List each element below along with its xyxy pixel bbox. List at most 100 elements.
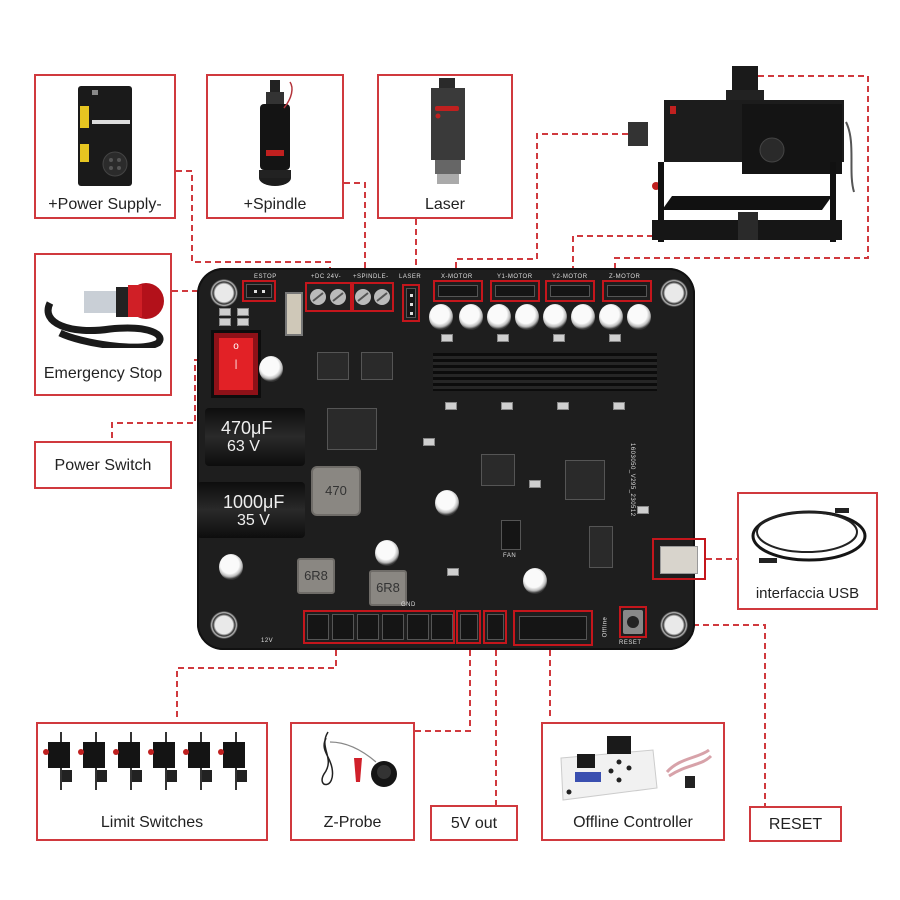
heatsink	[433, 353, 657, 391]
power-switch-label: Power Switch	[54, 457, 152, 474]
z-probe-box: Z-Probe	[290, 722, 415, 841]
silk-motor-y1: Y1-MOTOR	[497, 274, 533, 280]
spindle-terminal[interactable]	[352, 282, 394, 312]
silk-version: 1603050_V295_230512	[629, 443, 635, 517]
smd-component	[219, 318, 231, 326]
silk-laser: LASER	[399, 274, 422, 280]
smd-component	[441, 334, 453, 342]
capacitor	[627, 304, 651, 330]
smd-component	[529, 480, 541, 488]
capacitor	[599, 304, 623, 330]
smd-component	[637, 506, 649, 514]
usb-cable-icon	[751, 508, 867, 563]
smd-component	[237, 308, 249, 316]
smd-component	[447, 568, 459, 576]
capacitor-470uf: 470μF 63 V	[205, 408, 305, 466]
usb-serial-chip	[589, 526, 613, 568]
motor-y1-connector[interactable]	[490, 280, 540, 302]
inductor: 470	[311, 466, 361, 516]
silk-fan: FAN	[503, 553, 517, 559]
silk-gnd: GND	[401, 602, 416, 608]
smd-component	[219, 308, 231, 316]
laser-icon	[431, 78, 465, 184]
offline-controller-header[interactable]	[513, 610, 593, 646]
emergency-stop-box: Emergency Stop	[34, 253, 172, 396]
laser-box: Laser	[377, 74, 513, 219]
limit-switches-label: Limit Switches	[100, 814, 204, 831]
estop-connector[interactable]	[242, 280, 276, 302]
mosfet	[317, 352, 349, 380]
offline-controller-label: Offline Controller	[573, 814, 693, 831]
smd-component	[237, 318, 249, 326]
silk-reset: RESET	[619, 640, 642, 646]
reset-button[interactable]	[619, 606, 647, 638]
smd-component	[501, 402, 513, 410]
wire-z-probe	[414, 650, 471, 732]
controller-board: ESTOP +DC 24V- +SPINDLE- LASER X-MOTOR Y…	[197, 268, 706, 650]
capacitor	[375, 540, 399, 566]
power-terminal[interactable]	[305, 282, 352, 312]
mounting-hole	[659, 278, 689, 308]
motor-z-connector[interactable]	[602, 280, 652, 302]
smd-component	[613, 402, 625, 410]
microcontroller-chip	[565, 460, 605, 500]
power-supply-label: +Power Supply-	[48, 196, 162, 213]
fan-connector[interactable]	[501, 520, 521, 550]
z-probe-connector[interactable]	[456, 610, 481, 644]
mounting-hole	[209, 610, 239, 640]
capacitor	[515, 304, 539, 330]
laser-connector[interactable]	[402, 284, 420, 322]
offline-controller-icon	[560, 736, 713, 801]
power-switch-rocker[interactable]: o|	[211, 330, 261, 398]
spindle-icon	[259, 80, 293, 186]
five-v-connector[interactable]	[483, 610, 507, 644]
usb-label: interfaccia USB	[755, 585, 860, 602]
mosfet	[481, 454, 515, 486]
inductor: 6R8	[297, 558, 335, 594]
smd-component	[497, 334, 509, 342]
capacitor-1000uf: 1000μF 35 V	[197, 482, 305, 538]
capacitor	[435, 490, 459, 516]
reset-label: RESET	[768, 816, 823, 833]
silk-offline: Offline	[602, 616, 609, 638]
emergency-stop-icon	[44, 283, 164, 348]
power-supply-icon	[78, 86, 132, 186]
mounting-hole	[209, 278, 239, 308]
power-switch-box: Power Switch	[34, 441, 172, 489]
mounting-hole	[659, 610, 689, 640]
laser-label: Laser	[424, 196, 466, 213]
offline-controller-box: Offline Controller	[541, 722, 725, 841]
regulator-chip	[327, 408, 377, 450]
limit-switch-connectors[interactable]	[303, 610, 455, 644]
capacitor	[523, 568, 547, 594]
motor-y2-connector[interactable]	[545, 280, 595, 302]
capacitor	[487, 304, 511, 330]
spindle-box: +Spindle	[206, 74, 344, 219]
capacitor	[543, 304, 567, 330]
capacitor	[219, 554, 243, 580]
smd-component	[423, 438, 435, 446]
five-v-out-box: 5V out	[430, 805, 518, 841]
mosfet	[361, 352, 393, 380]
wire-limit-switches	[176, 650, 337, 720]
capacitor	[571, 304, 595, 330]
motor-x-connector[interactable]	[433, 280, 483, 302]
power-supply-box: +Power Supply-	[34, 74, 176, 219]
reset-box: RESET	[749, 806, 842, 842]
silk-motor-x: X-MOTOR	[441, 274, 473, 280]
z-probe-icon	[321, 731, 397, 787]
usb-box: interfaccia USB	[737, 492, 878, 610]
silk-power: +DC 24V-	[311, 274, 342, 280]
silk-motor-y2: Y2-MOTOR	[552, 274, 588, 280]
silk-motor-z: Z-MOTOR	[609, 274, 641, 280]
capacitor	[459, 304, 483, 330]
capacitor	[259, 356, 283, 382]
silk-12v: 12V	[261, 638, 274, 644]
limit-switches-box: Limit Switches	[36, 722, 268, 841]
usb-port[interactable]	[652, 538, 706, 580]
z-probe-label: Z-Probe	[323, 814, 382, 831]
spindle-label: +Spindle	[243, 196, 307, 213]
silk-estop: ESTOP	[254, 274, 277, 280]
capacitor	[429, 304, 453, 330]
smd-component	[553, 334, 565, 342]
